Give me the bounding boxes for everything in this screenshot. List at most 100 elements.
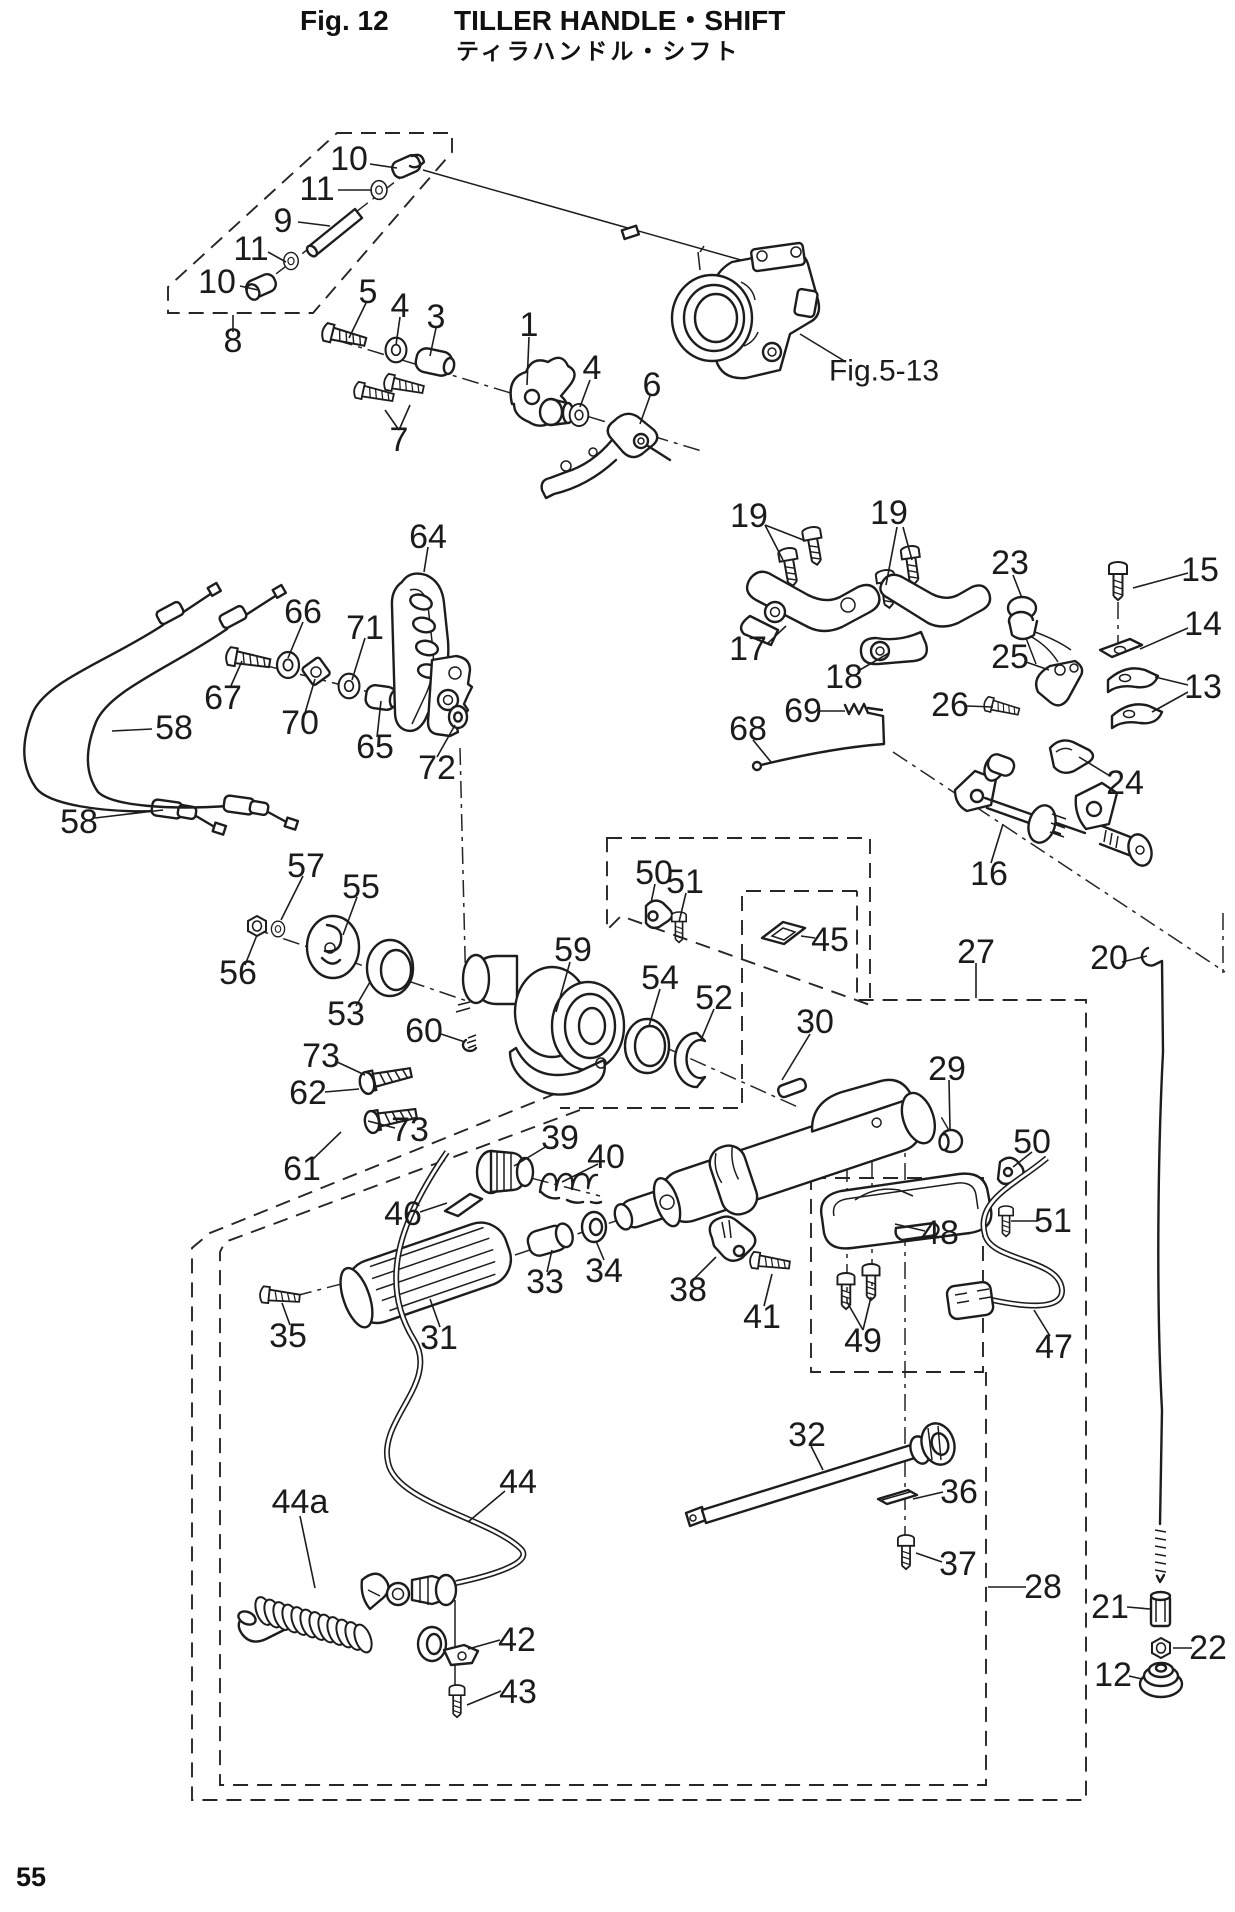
callout-59: 59 <box>554 931 592 969</box>
boundary-group-50-51 <box>606 837 871 1007</box>
callout-16: 16 <box>970 855 1008 893</box>
boundary-inner <box>219 1109 987 1786</box>
leader-line <box>862 1296 872 1331</box>
callout-67: 67 <box>204 679 242 717</box>
callout-5: 5 <box>359 273 378 311</box>
callout-68: 68 <box>729 710 767 748</box>
asm-kill-switch <box>237 1150 527 1719</box>
leader-line <box>376 700 382 738</box>
leader-line <box>915 1552 943 1563</box>
callout-64: 64 <box>409 518 447 556</box>
callout-71: 71 <box>346 609 384 647</box>
callout-30: 30 <box>796 1003 834 1041</box>
callout-65: 65 <box>356 728 394 766</box>
leader-line <box>367 1120 396 1129</box>
callout-22: 22 <box>1189 1629 1227 1667</box>
leader-line <box>561 1163 599 1183</box>
grommet-12 <box>1138 1661 1184 1699</box>
leader-line <box>1033 1309 1051 1337</box>
callout-21: 21 <box>1091 1588 1129 1626</box>
leader-line <box>429 327 437 357</box>
bracket-18 <box>879 573 992 628</box>
leader-line <box>281 1302 291 1326</box>
callout-3: 3 <box>427 298 446 336</box>
clip-13a <box>1106 667 1160 694</box>
callout-11: 11 <box>233 230 268 268</box>
leader-line <box>555 961 571 1013</box>
callout-31: 31 <box>420 1319 458 1357</box>
leader-line <box>348 302 367 339</box>
asm-swivel <box>247 899 807 1135</box>
callout-69: 69 <box>784 692 822 730</box>
figure-number: Fig. 12 <box>300 5 389 36</box>
callout-40: 40 <box>587 1138 625 1176</box>
callout-51: 51 <box>666 863 704 901</box>
callout-50: 50 <box>1013 1123 1051 1161</box>
callout-38: 38 <box>669 1271 707 1309</box>
leader-line <box>513 1145 548 1167</box>
asm-shift-rod <box>751 711 1184 1699</box>
page-title-jp: ティラハンドル・シフト <box>456 38 740 64</box>
leader-line <box>384 409 400 431</box>
callout-62: 62 <box>289 1074 327 1112</box>
leader-line <box>857 652 890 672</box>
leader-line <box>299 1515 316 1589</box>
callout-73: 73 <box>302 1037 340 1075</box>
leader-line <box>648 988 661 1027</box>
callout-44a: 44a <box>272 1483 329 1521</box>
leader-line <box>763 1273 773 1307</box>
callout-19: 19 <box>870 494 908 532</box>
callout-50: 50 <box>635 854 673 892</box>
leader-line <box>440 1033 466 1043</box>
callout-20: 20 <box>1090 939 1128 977</box>
callout-34: 34 <box>585 1252 623 1290</box>
boundary-step <box>560 890 857 1109</box>
boundary-group-48-49 <box>810 1177 984 1373</box>
callout-15: 15 <box>1181 551 1219 589</box>
leader-line <box>355 981 371 1007</box>
callout-36: 36 <box>940 1473 978 1511</box>
callout-39: 39 <box>541 1119 579 1157</box>
leader-line <box>324 1088 360 1093</box>
callout-13: 13 <box>1184 668 1222 706</box>
leader-line <box>229 660 243 689</box>
grip-31 <box>339 1221 513 1329</box>
callout-44: 44 <box>499 1463 537 1501</box>
leader-line <box>436 724 456 758</box>
callout-53: 53 <box>327 995 365 1033</box>
leader-line <box>894 1223 926 1232</box>
asm-tiller-tube <box>613 1077 1066 1321</box>
leader-line <box>764 524 807 542</box>
callout-54: 54 <box>641 959 679 997</box>
throttle-cables <box>23 581 300 836</box>
leader-line <box>1012 574 1023 599</box>
leader-line <box>966 705 994 708</box>
leader-line <box>1025 661 1050 671</box>
leader-line <box>244 934 258 966</box>
leader-line <box>297 221 331 227</box>
grommet-42 <box>416 1625 480 1667</box>
callout-10: 10 <box>330 140 368 178</box>
leader-line <box>912 1491 944 1500</box>
leader-line <box>678 892 687 923</box>
leader-line <box>419 1202 448 1213</box>
lanyard-hook <box>360 1572 390 1611</box>
callout-Fig.5-13: Fig.5-13 <box>829 355 939 388</box>
leader-line <box>466 1690 502 1706</box>
callout-19: 19 <box>730 497 768 535</box>
callout-28: 28 <box>1024 1568 1062 1606</box>
asm-brackets <box>739 524 1164 774</box>
callout-70: 70 <box>281 704 319 742</box>
leader-line <box>800 935 816 939</box>
callout-11: 11 <box>299 170 334 208</box>
callout-48: 48 <box>921 1214 959 1252</box>
callout-58: 58 <box>155 709 193 747</box>
shift-rod-20 <box>1140 946 1165 1526</box>
bracket-17 <box>745 570 881 633</box>
leader-line <box>764 524 784 561</box>
callout-66: 66 <box>284 593 322 631</box>
callout-46: 46 <box>384 1195 422 1233</box>
callout-29: 29 <box>928 1050 966 1088</box>
